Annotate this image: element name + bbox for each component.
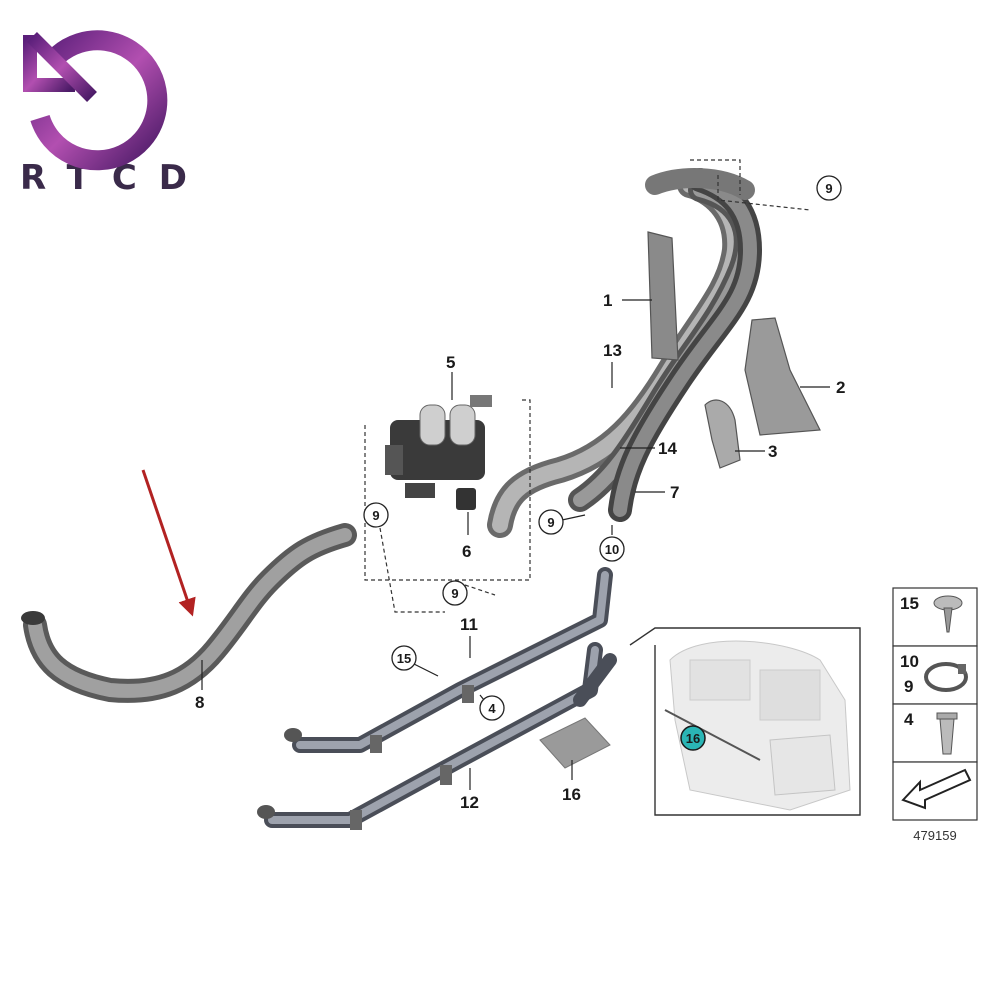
callout-16: 16 [562,785,581,804]
callout-14: 14 [658,439,677,458]
expanding-nut-icon [936,712,958,755]
callout-15: 15 [397,651,411,666]
callout-5: 5 [446,353,455,372]
callout-9-mid: 9 [547,515,554,530]
clip-screw-icon [933,595,963,633]
callout-2: 2 [836,378,845,397]
callout-7: 7 [670,483,679,502]
valve-part-5 [385,395,492,498]
legend-label-10: 10 [900,652,919,671]
clip-part-3 [704,399,741,469]
legend: 15 10 9 4 [892,587,978,821]
legend-label-9: 9 [904,677,913,696]
callout-16-inset: 16 [686,731,700,746]
callout-3: 3 [768,442,777,461]
callout-9-left: 9 [372,508,379,523]
callout-8: 8 [195,693,204,712]
bracket-part-2 [744,317,821,436]
callout-1: 1 [603,291,612,310]
legend-label-4: 4 [904,710,914,729]
highlight-arrow [141,469,196,617]
callout-13: 13 [603,341,622,360]
callout-9-top: 9 [825,181,832,196]
callout-6: 6 [462,542,471,561]
inset-view: 16 [629,627,861,816]
mount-part-6 [456,488,476,510]
callout-10: 10 [605,542,619,557]
direction-arrow-icon [901,768,972,810]
diagram-number: 479159 [913,828,956,843]
callout-11: 11 [460,615,478,634]
hose-bundle [487,168,763,538]
hose-part-8 [21,523,357,703]
hose-clamp-icon [924,662,968,692]
callout-9-bottom: 9 [451,586,458,601]
circular-arrow-icon [23,30,168,171]
callout-12: 12 [460,793,479,812]
legend-label-15: 15 [900,594,919,613]
pipe-part-12 [257,642,617,830]
bracket-part-1 [647,231,679,361]
pad-part-16 [539,717,611,769]
pipe-part-11 [284,567,613,753]
callout-4: 4 [488,701,496,716]
